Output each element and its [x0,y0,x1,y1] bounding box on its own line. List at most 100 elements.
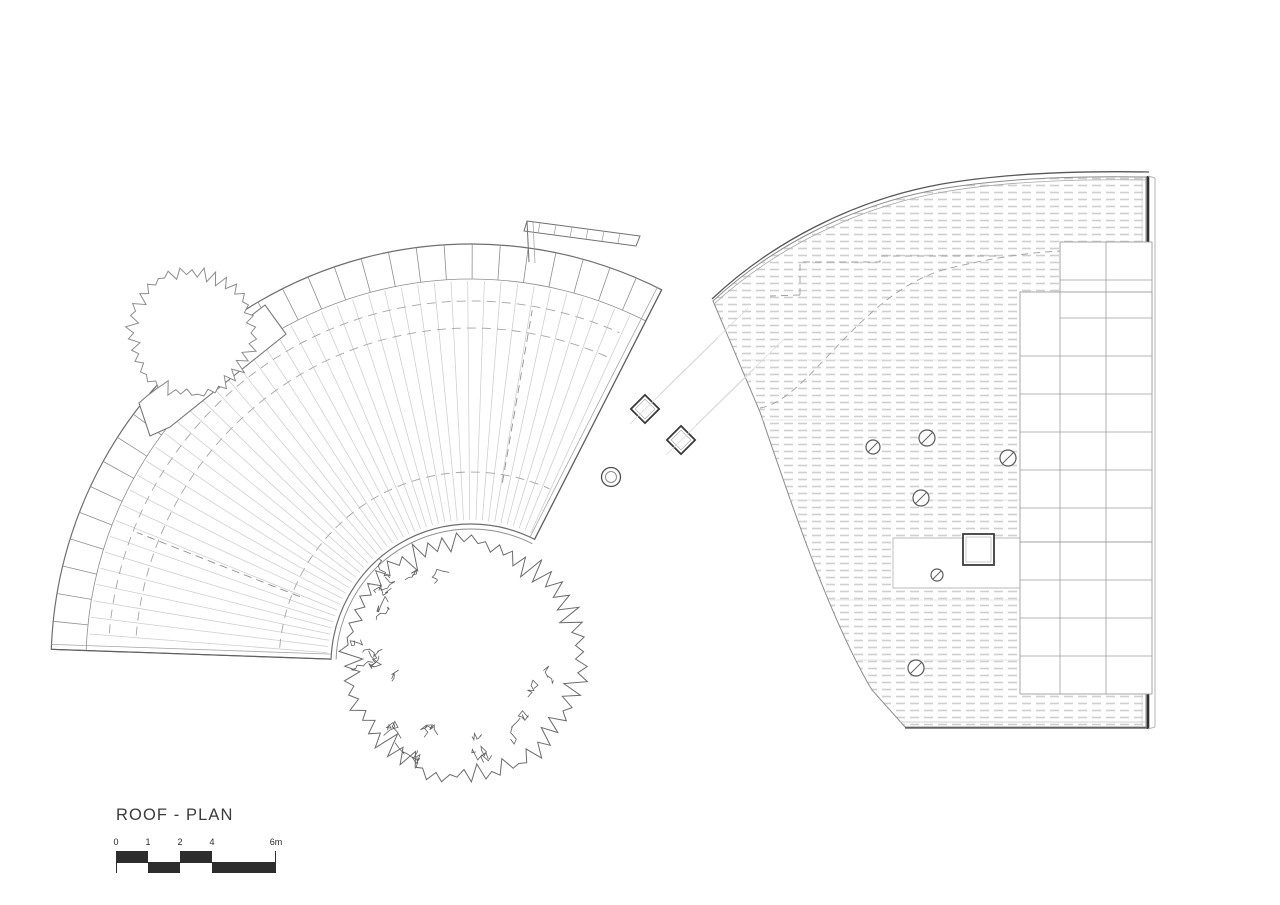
scale-bar-label: 1 [145,837,151,847]
fan-radial-rib [129,489,343,599]
fan-rim-batten [443,244,447,280]
fan-rim-batten [307,276,322,310]
fan-rim-batten [573,259,584,294]
scale-bar-midline [116,862,276,863]
fan-edge-fascia [534,289,663,540]
scale-bar-segment [116,851,148,862]
fan-radial-rib [433,282,458,521]
fan-radial-rib [320,311,416,532]
fan-radial-rib [197,395,369,564]
page-title: ROOF - PLAN [116,806,234,824]
tree-foliage-cluster [385,721,396,731]
fan-radial-rib [368,294,433,526]
fan-rim-batten [69,538,104,550]
fan-rim-batten [598,267,611,301]
fan-radial-rib [400,287,446,523]
fan-radial-rib [475,281,485,521]
tree-foliage-cluster [543,665,554,685]
tree-foliage-cluster [375,606,390,620]
tree-large [338,531,589,784]
rectangular-building-roof [711,171,1156,730]
fan-dashed-radial [501,310,533,483]
fan-rim-batten [388,252,396,287]
tree-foliage-cluster [373,586,392,596]
fan-radial-rib [506,293,568,525]
fan-radial-rib [494,286,535,523]
tree-foliage-cluster [471,748,493,762]
tree-foliage-cluster [378,576,396,591]
fan-radial-rib [352,299,427,528]
fan-radial-rib [234,361,383,551]
fan-rim-batten [102,461,134,479]
fan-radial-rib [518,302,600,529]
fan-edge-fascia-inner [51,643,332,655]
tree-foliage-cluster [423,724,439,738]
fan-radial-rib [96,584,331,635]
fan-dashed-arc [279,471,550,648]
fan-dashed-arc [108,300,620,634]
scale-bar-segment [180,851,212,862]
skylight-lightwells [629,307,785,456]
fan-radial-rib [155,446,353,583]
skylight-grid [1019,241,1153,695]
fan-radial-rib [222,372,378,555]
fan-radial-rib [530,315,631,534]
fan-radial-rib [164,433,357,578]
scale-bar-graphic [116,851,276,873]
tree-foliage-cluster [349,639,364,647]
tree-foliage-cluster [471,731,482,742]
fan-radial-rib [109,535,336,617]
fan-radial-rib [175,420,361,573]
tree-foliage-cluster [368,650,382,668]
fan-rim-batten [79,511,113,526]
fan-rim-batten [622,277,637,311]
tree-foliage-cluster [383,720,402,739]
scale-bar-label: 6m [269,837,283,847]
roof-penetrations [865,429,1017,677]
fan-rim-batten [360,258,371,293]
fan-radial-rib [512,297,584,527]
fan-radial-rib [262,342,393,544]
fan-radial-rib [450,281,464,521]
below-roof-outline [759,250,1063,409]
fan-radial-rib [104,551,334,623]
scale-bar-segment [148,862,180,873]
fan-radial-rib [146,460,350,589]
scale-bar-segment [212,862,276,873]
tree-foliage-cluster [420,724,434,731]
tree-foliage-cluster [376,595,389,613]
fan-rim-batten [523,247,529,283]
fan-radial-rib [89,633,328,654]
fan-edge-fascia [51,648,332,660]
scale-bar-label: 2 [177,837,183,847]
fan-rim-batten [497,244,501,280]
fan-radial-rib [248,351,388,548]
fan-radial-rib [524,308,615,531]
fan-radial-rib [290,325,404,538]
tree-foliage-cluster [510,717,521,745]
fan-radial-rib [209,383,374,559]
tree-foliage-cluster [377,559,391,579]
tree-foliage-cluster [362,648,383,658]
fan-radial-rib [115,520,338,611]
oculus [600,466,622,488]
tree-foliage-cluster [411,753,421,769]
fan-rim-batten [62,565,97,575]
fan-rim-batten [415,247,422,283]
fan-radial-rib [384,290,439,524]
fan-rim-batten [53,620,89,626]
tree-foliage-cluster [480,745,489,763]
fan-radial-rib [90,616,329,647]
fan-radial-rib [137,475,346,594]
tree-foliage-cluster [404,569,417,581]
fan-radial-rib [417,284,452,522]
scale-bar-label: 4 [209,837,215,847]
fan-radial-rib [481,282,502,521]
fan-rim-extension [523,220,641,264]
fan-radial-rib [500,289,551,524]
